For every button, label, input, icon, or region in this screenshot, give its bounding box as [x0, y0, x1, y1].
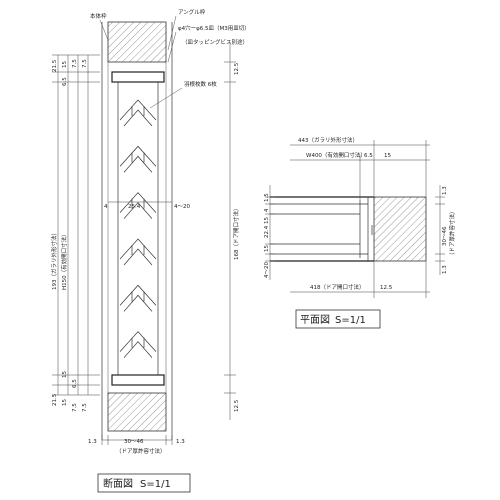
plan-dim-12-5: 12.5	[380, 285, 393, 291]
dim-top-21-5: 21.5	[52, 59, 58, 72]
top-frame-block	[107, 21, 167, 63]
plan-scale: S=1/1	[335, 315, 366, 326]
section-title-box	[97, 473, 191, 493]
plan-left-4: 4	[264, 208, 270, 212]
louver-blade	[119, 238, 157, 266]
plan-left-1-5: 1.5	[264, 193, 270, 202]
dim-bot-6-5: 6.5	[72, 379, 78, 388]
dim-mid-4-20: 4〜20	[174, 204, 190, 210]
dim-h150: H150（有効開口寸法）	[60, 231, 68, 290]
louver-blade	[119, 145, 157, 173]
louver-blade	[119, 192, 157, 219]
dim-top-7-5-b: 7.5	[82, 59, 88, 68]
dim-outer-height: 193（ガラリ外形寸法）	[50, 230, 58, 290]
plan-dim-6-5: 6.5	[364, 153, 373, 159]
dim-bot-15-b: 15	[62, 399, 68, 406]
bottom-rail	[111, 374, 165, 386]
plan-left-15-b: 15	[264, 245, 270, 252]
plan-right-1-3-top: 1.3	[442, 186, 448, 195]
dim-top-6-5: 6.5	[62, 77, 68, 86]
plan-door-block	[373, 196, 427, 262]
dim-bot-7-5-a: 7.5	[72, 403, 78, 412]
dim-bottom-note: （ドア厚許容寸法）	[116, 447, 166, 455]
plan-right-30-46: 30〜46	[442, 226, 448, 246]
dim-mid-4: 4	[104, 204, 108, 210]
dim-bot-7-5-b: 7.5	[82, 403, 88, 412]
plan-left-4-20: 4〜20	[264, 262, 270, 278]
plan-view: 443（ガラリ外形寸法） W400（有効開口寸法） 6.5 15 418（ドア開…	[264, 136, 456, 329]
label-tapping: （皿タッピングビス別途）	[182, 38, 248, 46]
dim-door-opening: 168（ドア開口寸法）	[232, 206, 240, 261]
top-rail	[111, 71, 165, 83]
louver-blade	[119, 284, 157, 312]
dim-right-bottom-12-5: 12.5	[234, 399, 240, 412]
dim-top-15: 15	[62, 61, 68, 68]
label-blade-count: 羽根枚数 6枚	[184, 80, 217, 88]
plan-dim-418: 418（ドア開口寸法）	[310, 283, 365, 291]
dim-bottom-1-3-left: 1.3	[88, 439, 97, 445]
dim-bottom-1-3-right: 1.3	[176, 439, 185, 445]
louver-blade	[119, 99, 157, 127]
dim-bottom-30-46: 30〜46	[124, 439, 144, 445]
louver-blades	[119, 99, 157, 358]
section-scale: S=1/1	[140, 479, 171, 490]
plan-left-22-4: 22.4	[264, 225, 270, 238]
bottom-frame-block	[107, 392, 167, 432]
section-view: アングル枠 φ4穴ーφ6.5皿（M3用皿切） （皿タッピングビス別途） 本体枠 …	[50, 8, 250, 493]
plan-dim-outer: 443（ガラリ外形寸法）	[298, 136, 358, 144]
dim-mid-25-4: 25.4	[128, 204, 141, 210]
dim-bot-15: 15	[62, 371, 68, 378]
plan-dim-w400: W400（有効開口寸法）	[306, 151, 366, 159]
plan-left-15: 15	[264, 217, 270, 224]
plan-title: 平面図	[300, 314, 330, 326]
plan-right-note: （ドア厚許容寸法）	[448, 208, 456, 258]
louver-blade	[119, 331, 157, 358]
section-title: 断面図	[103, 477, 133, 490]
dim-top-7-5-a: 7.5	[72, 59, 78, 68]
dim-right-top-12-5: 12.5	[234, 62, 240, 75]
label-screw: φ4穴ーφ6.5皿（M3用皿切）	[178, 24, 250, 32]
plan-title-box	[295, 309, 381, 329]
plan-dim-15: 15	[384, 153, 391, 159]
label-angle-frame: アングル枠	[178, 8, 206, 16]
label-main-frame: 本体枠	[90, 12, 107, 20]
dim-bot-21-5: 21.5	[52, 393, 58, 406]
plan-right-1-3-bottom: 1.3	[442, 265, 448, 274]
